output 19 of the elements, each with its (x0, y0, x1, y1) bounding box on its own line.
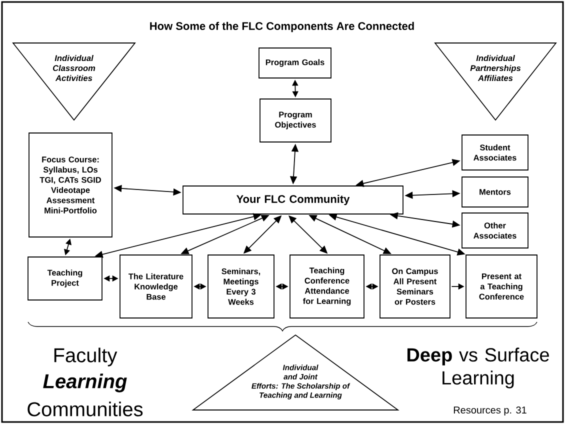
process-box: Mentors (462, 176, 528, 208)
process-box: Present at a Teaching Conference (466, 254, 538, 318)
caption-text: Deep vs Surface Learning (407, 348, 549, 388)
process-box: Seminars, Meetings Every 3 Weeks (208, 254, 274, 318)
process-box: The Literature Knowledge Base (120, 254, 192, 318)
process-box: Student Associates (462, 134, 528, 170)
caption-text: Communities (28, 402, 143, 416)
reference-note: Resources p. 31 (454, 406, 526, 416)
process-box: On Campus All Present Seminars or Posters (380, 254, 450, 318)
caption-text: Learning (43, 374, 127, 392)
process-box: Focus Course: Syllabus, LOs TGI, CATs SGID Videotape Assessment Mini-Portfolio (28, 132, 112, 238)
process-box: Teaching Project (28, 256, 102, 300)
process-box: Your FLC Community (182, 186, 404, 214)
process-box: Program Goals (258, 48, 332, 78)
process-box: Teaching Conference Attendance for Learning (290, 254, 364, 318)
caption-text: Faculty (54, 348, 118, 366)
title: How Some of the FLC Components Are Connected (150, 22, 414, 32)
process-box: Other Associates (462, 212, 528, 248)
process-box: Program Objectives (260, 98, 332, 142)
